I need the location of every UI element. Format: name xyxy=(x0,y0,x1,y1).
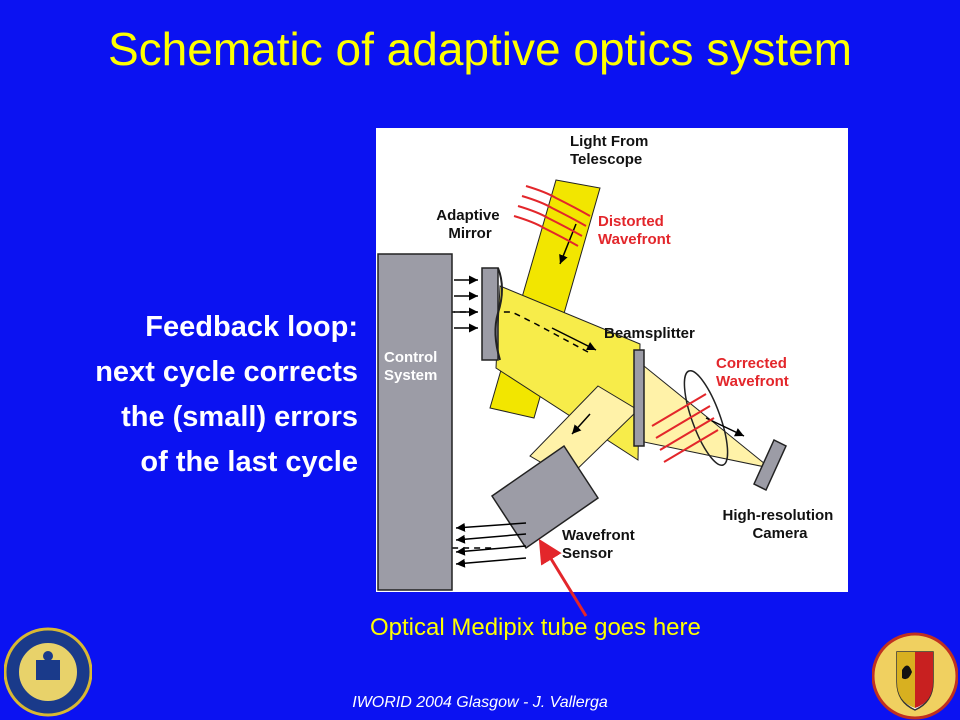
mirror-surface xyxy=(494,267,503,361)
label-corrected-wavefront: Corrected Wavefront xyxy=(716,355,791,390)
medipix-pointer-arrow xyxy=(538,538,588,617)
label-adaptive-mirror: Adaptive Mirror xyxy=(436,207,504,242)
sensor-arrow xyxy=(571,413,591,435)
beamsplitter-plate xyxy=(633,349,645,447)
label-distorted-wavefront: Distorted Wavefront xyxy=(598,213,671,248)
label-high-resolution-camera: High-resolution Camera xyxy=(723,507,838,542)
focusing-lens xyxy=(683,370,729,466)
medipix-note: Optical Medipix tube goes here xyxy=(370,614,701,641)
footer-credit: IWORID 2004 Glasgow - J. Vallerga xyxy=(352,694,608,711)
feedback-text: Feedback loop: next cycle corrects the (… xyxy=(95,305,358,485)
feedback-line-1: Feedback loop: xyxy=(145,311,358,343)
university-crest-logo xyxy=(872,632,958,720)
slide-title: Schematic of adaptive optics system xyxy=(108,23,852,75)
adaptive-mirror xyxy=(481,267,499,361)
reflected-arrow xyxy=(551,327,597,351)
wavefront-sensor-box xyxy=(490,444,600,550)
feedback-line-4: of the last cycle xyxy=(140,446,358,478)
corrected-wavefront xyxy=(651,393,719,463)
feedback-line-2: next cycle corrects xyxy=(95,356,358,388)
distorted-wavefront xyxy=(513,185,591,247)
label-wavefront-sensor: Wavefront Sensor xyxy=(562,527,639,562)
control-to-mirror-arrows xyxy=(454,275,478,333)
label-light-from-telescope: Light From Telescope xyxy=(570,133,653,168)
sensor-to-control-arrows xyxy=(455,522,527,568)
adaptive-optics-diagram: Light From Telescope Adaptive Mirror Dis… xyxy=(376,128,848,592)
control-system-box xyxy=(377,253,453,591)
label-control-system: Control System xyxy=(384,349,442,384)
label-beamsplitter: Beamsplitter xyxy=(604,325,695,342)
university-seal-logo xyxy=(4,627,92,717)
camera-arrow xyxy=(705,417,745,437)
camera-sensor xyxy=(753,438,787,492)
feedback-line-3: the (small) errors xyxy=(121,401,358,433)
